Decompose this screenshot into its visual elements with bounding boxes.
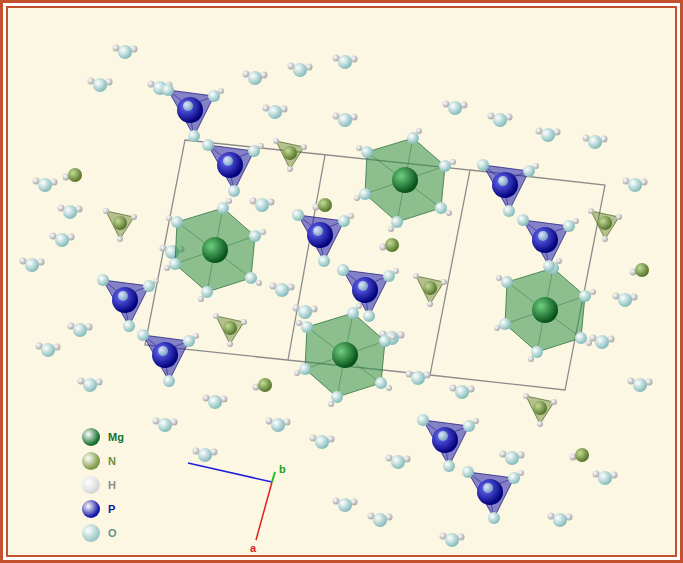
legend-swatch bbox=[82, 428, 100, 446]
legend-label: N bbox=[108, 455, 116, 468]
axis-triad bbox=[188, 463, 275, 540]
legend-swatch bbox=[82, 452, 100, 470]
axis-label: a bbox=[250, 542, 256, 555]
legend-label: P bbox=[108, 503, 115, 516]
legend-swatch bbox=[82, 476, 100, 494]
axis-label: b bbox=[279, 463, 286, 476]
legend-swatch bbox=[82, 500, 100, 518]
phosphate-tetrahedra bbox=[97, 84, 579, 524]
legend-label: Mg bbox=[108, 431, 124, 444]
ammonium-groups bbox=[63, 138, 650, 462]
magnesium-octahedra bbox=[164, 128, 596, 407]
legend-label: O bbox=[108, 527, 117, 540]
water-molecules bbox=[20, 45, 653, 548]
legend-label: H bbox=[108, 479, 116, 492]
legend-swatch bbox=[82, 524, 100, 542]
